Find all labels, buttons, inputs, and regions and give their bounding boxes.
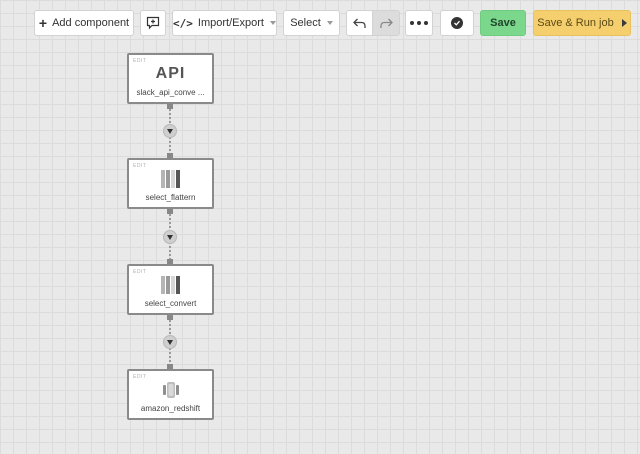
validate-button[interactable]	[440, 10, 474, 36]
save-label: Save	[490, 17, 516, 29]
edit-link[interactable]: EDIT	[133, 374, 147, 380]
select-label: Select	[290, 17, 321, 29]
undo-button[interactable]	[347, 11, 374, 35]
database-cylinder-icon	[162, 382, 179, 398]
import-export-dropdown[interactable]: </> Import/Export	[172, 10, 277, 36]
node-input-port[interactable]	[167, 153, 173, 158]
undo-redo-group	[346, 10, 400, 36]
arrow-down-icon	[167, 235, 173, 240]
redo-button[interactable]	[373, 11, 399, 35]
edit-link[interactable]: EDIT	[133, 269, 147, 275]
node-output-port[interactable]	[167, 209, 173, 214]
caret-down-icon	[269, 21, 276, 25]
component-label: select_convert	[144, 299, 197, 308]
arrow-down-icon	[167, 129, 173, 134]
api-icon: API	[155, 65, 186, 82]
node-output-port[interactable]	[167, 104, 173, 109]
add-component-button[interactable]: + Add component	[34, 10, 134, 36]
save-button[interactable]: Save	[480, 10, 526, 36]
select-bars-icon	[160, 276, 181, 294]
select-bars-icon	[160, 170, 181, 188]
arrow-down-icon	[167, 340, 173, 345]
component-label: slack_api_conve ...	[136, 88, 205, 97]
component-label: select_flattern	[145, 193, 196, 202]
caret-down-icon	[326, 21, 333, 25]
select-dropdown[interactable]: Select	[283, 10, 340, 36]
toolbar: + Add component </> Import/Export Select	[0, 10, 640, 36]
add-component-label: Add component	[52, 17, 130, 29]
node-input-port[interactable]	[167, 259, 173, 264]
insert-component-button[interactable]	[163, 124, 177, 138]
undo-icon	[353, 18, 366, 28]
edit-link[interactable]: EDIT	[133, 163, 147, 169]
comment-add-icon	[146, 16, 160, 30]
node-output-port[interactable]	[167, 315, 173, 320]
add-note-button[interactable]	[140, 10, 166, 36]
insert-component-button[interactable]	[163, 230, 177, 244]
plus-icon: +	[38, 15, 48, 31]
import-export-label: Import/Export	[197, 17, 264, 29]
insert-component-button[interactable]	[163, 335, 177, 349]
play-icon	[621, 19, 627, 27]
more-options-button[interactable]	[405, 10, 433, 36]
component-node-slack-api[interactable]: EDIT API slack_api_conve ...	[127, 53, 214, 104]
component-node-select-convert[interactable]: EDIT select_convert	[127, 264, 214, 315]
component-node-amazon-redshift[interactable]: EDIT amazon_redshift	[127, 369, 214, 420]
check-circle-icon	[451, 17, 463, 29]
edit-link[interactable]: EDIT	[133, 58, 147, 64]
node-input-port[interactable]	[167, 364, 173, 369]
component-node-select-flattern[interactable]: EDIT select_flattern	[127, 158, 214, 209]
save-run-label: Save & Run job	[537, 17, 614, 29]
more-dots-icon	[410, 21, 428, 25]
save-run-job-button[interactable]: Save & Run job	[533, 10, 631, 36]
component-label: amazon_redshift	[140, 404, 201, 413]
redo-icon	[379, 18, 393, 28]
code-icon: </>	[173, 16, 193, 30]
